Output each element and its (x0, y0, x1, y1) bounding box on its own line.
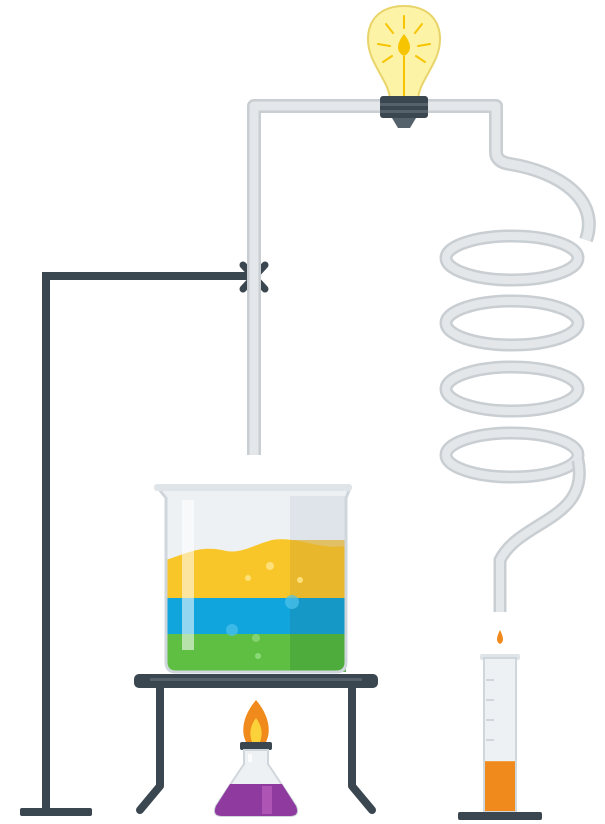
glass-tube (247, 99, 596, 455)
beaker-liquid (166, 539, 346, 672)
tripod-icon (134, 674, 378, 814)
cylinder-liquid (485, 761, 515, 811)
beaker-icon (154, 484, 352, 674)
coil-condenser-icon (439, 229, 586, 612)
graduated-cylinder-icon (458, 654, 542, 820)
flame-icon (243, 700, 269, 742)
droplet-icon (497, 630, 503, 644)
light-bulb-icon (367, 4, 441, 128)
bunsen-burner-icon (213, 742, 299, 817)
